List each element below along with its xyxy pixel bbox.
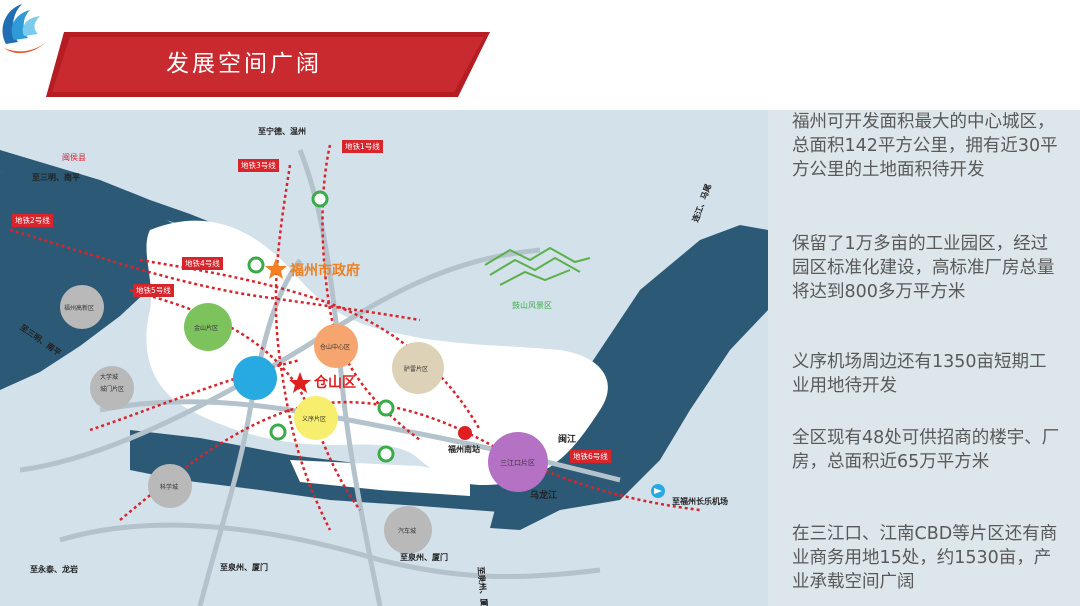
metro-label-line1: 地铁1号线 (342, 140, 383, 153)
zone-label-daxuecheng: 大学城 (100, 374, 119, 381)
mountain-icon (484, 246, 591, 286)
zone-label-sanjiangkou: 三江口片区 (500, 459, 535, 467)
zone-jinshan (184, 303, 232, 351)
cangshan-district-area (146, 220, 608, 486)
metro-label-line6: 地铁6号线 (570, 450, 611, 463)
zone-label-longzhou: 胪雷片区 (404, 366, 429, 373)
zone-label-jinshan: 金山片区 (194, 325, 219, 332)
info-paragraph-2: 保留了1万多亩的工业园区，经过园区标准化建设，高标准厂房总量将达到800多万平方… (792, 234, 1055, 302)
title-banner (46, 32, 490, 97)
place-minjiang: 闽江 (558, 435, 577, 445)
place-fuzhou-gov: 福州市政府 (290, 263, 360, 279)
place-quanzhou-xiamen1: 至泉州、厦门 (220, 563, 268, 572)
zone-auto-city (384, 506, 432, 554)
place-wulongjiang: 乌龙江 (530, 491, 558, 501)
place-quanzhou-xiamen2: 至泉州、厦门 (400, 553, 448, 562)
zone-blue (233, 356, 277, 400)
info-paragraph-1: 福州可开发面积最大的中心城区，总面积142平方公里，拥有近30平方公里的土地面积… (792, 112, 1058, 180)
place-ningde-wenzhou: 至宁德、温州 (258, 127, 306, 136)
zone-label-chengmen: 城门片区 (100, 386, 125, 393)
place-minhou: 闽侯县 (62, 153, 86, 162)
zone-downtown (314, 324, 358, 368)
page-title: 发展空间广阔 (166, 51, 322, 77)
company-logo (2, 4, 46, 54)
place-sanming-nanping: 至三明、南平 (32, 173, 80, 182)
train-station-icon (458, 426, 472, 440)
zone-label-auto-city: 汽车城 (398, 528, 417, 535)
district-map: 地铁1号线 地铁3号线 地铁2号线 地铁4号线 地铁5号线 地铁6号线 闽侯县 … (0, 110, 768, 606)
place-gushan: 鼓山风景区 (512, 301, 552, 310)
zone-chengmen (90, 366, 134, 410)
metro-label-line5: 地铁5号线 (133, 284, 174, 297)
zone-fuzhou-high-tech (60, 285, 104, 329)
star-icon (289, 372, 311, 393)
metro-label-line4: 地铁4号线 (182, 257, 223, 270)
zone-yixu (294, 396, 338, 440)
metro-label-line3: 地铁3号线 (238, 159, 279, 172)
star-icon (265, 258, 287, 279)
zone-label-downtown: 仓山中心区 (320, 344, 351, 351)
zone-label-kexuecheng: 科学城 (160, 484, 179, 491)
info-paragraph-5: 在三江口、江南CBD等片区还有商业商务用地15处，约1530亩，产业承载空间广阔 (792, 524, 1058, 592)
place-yongtai-longyan: 至永泰、龙岩 (30, 565, 78, 574)
zone-longzhou (392, 342, 444, 394)
metro-station-icons (247, 190, 395, 463)
zone-label-yixu: 义序片区 (302, 416, 327, 423)
info-panel: 福州可开发面积最大的中心城区，总面积142平方公里，拥有近30平方公里的土地面积… (768, 110, 1080, 606)
info-paragraph-4: 全区现有48处可供招商的楼宇、厂房，总面积近65万平方米 (792, 428, 1060, 472)
info-paragraph-3: 义序机场周边还有1350亩短期工业用地待开发 (792, 352, 1047, 396)
metro-label-line2: 地铁2号线 (12, 214, 53, 227)
zone-kexuecheng (148, 464, 192, 508)
zone-label-fuzhou-high-tech: 福州高新区 (64, 305, 95, 312)
place-fuzhou-south-station: 福州南站 (448, 445, 480, 454)
zone-sanjiangkou (488, 432, 548, 492)
place-airport: 至福州长乐机场 (672, 497, 728, 506)
place-cangshan: 仓山区 (314, 375, 356, 391)
